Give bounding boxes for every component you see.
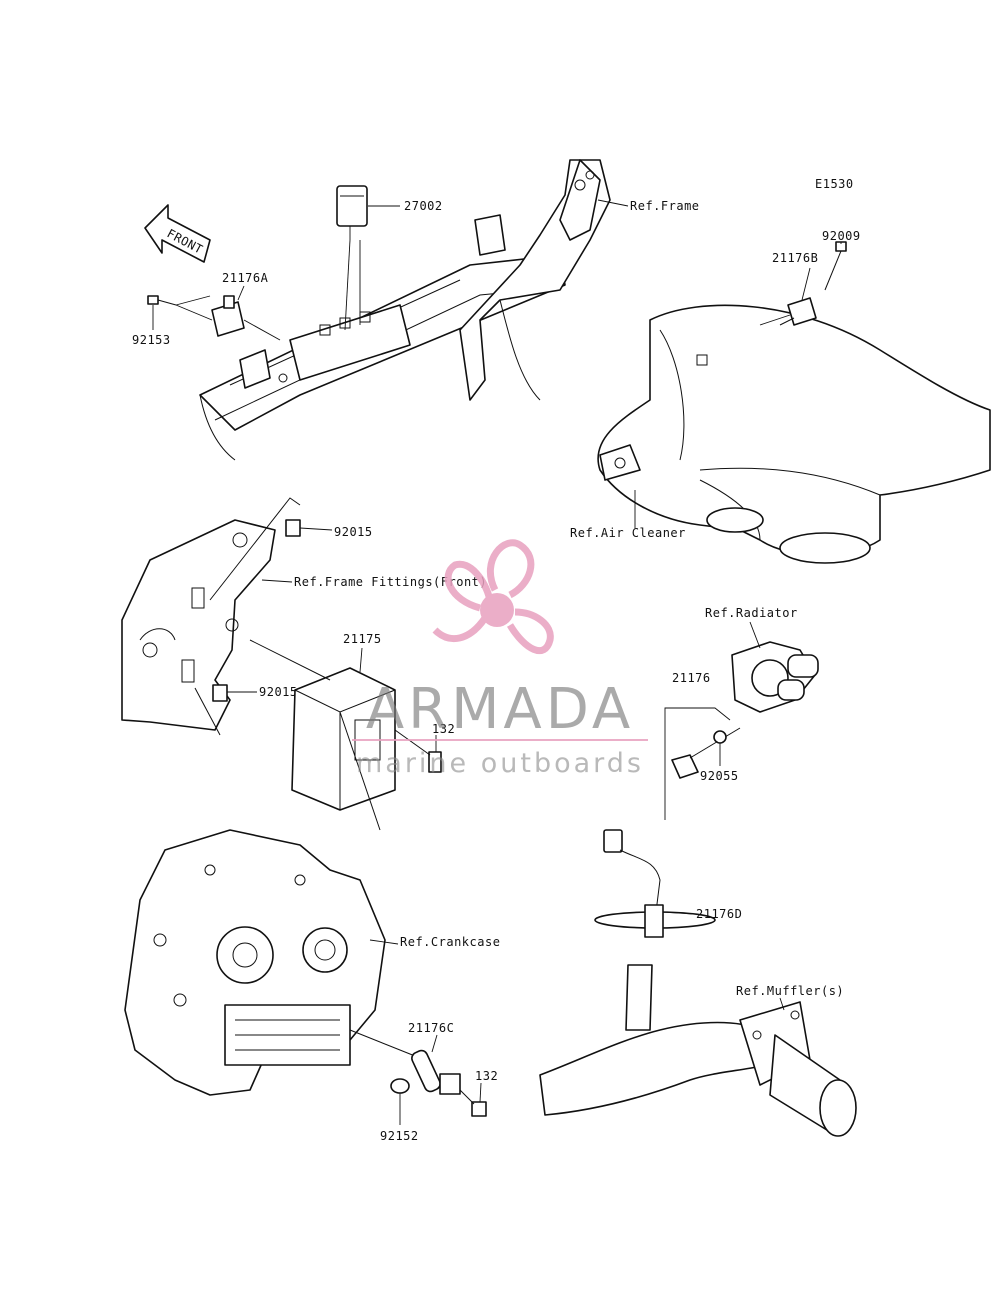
label-ref-air-cleaner: Ref.Air Cleaner <box>570 526 686 540</box>
watermark-tagline: marine outboards <box>356 748 644 779</box>
label-132-top: 132 <box>432 722 455 736</box>
part-92055-washer <box>713 730 727 766</box>
part-92015-clip-top <box>285 519 333 537</box>
part-21176B-sensor <box>779 267 817 326</box>
label-92015-bottom: 92015 <box>259 685 298 699</box>
oxygen-sensor-21176D <box>594 829 716 938</box>
part-21176A-sensor <box>211 285 281 341</box>
label-21176B: 21176B <box>772 251 818 265</box>
label-21176D: 21176D <box>696 907 742 921</box>
label-92152: 92152 <box>380 1129 419 1143</box>
frame-assembly <box>199 159 611 461</box>
part-92015-clip-bottom <box>212 684 257 702</box>
label-ref-crankcase: Ref.Crankcase <box>400 935 500 949</box>
label-ref-radiator: Ref.Radiator <box>705 606 798 620</box>
part-27002-relay <box>336 185 400 331</box>
propeller-logo-icon <box>432 539 554 655</box>
label-92055: 92055 <box>700 769 739 783</box>
front-arrow-icon: FRONT <box>144 204 211 263</box>
part-132-bolt-bottom <box>459 1082 487 1117</box>
part-92152-washer <box>390 1078 410 1125</box>
label-92015-top: 92015 <box>334 525 373 539</box>
watermark-brand: ARMADA <box>366 677 634 742</box>
air-cleaner-assembly <box>597 304 991 564</box>
frame-fittings-assembly <box>121 497 301 736</box>
armada-watermark: ARMADA marine outboards <box>352 539 648 779</box>
part-92009-bolt <box>824 241 847 291</box>
label-27002: 27002 <box>404 199 443 213</box>
label-21176A: 21176A <box>222 271 269 285</box>
diagram-code: E1530 <box>815 177 854 191</box>
muffler-assembly <box>539 964 857 1137</box>
propeller-hub-icon <box>480 593 514 627</box>
label-ref-frame-fittings: Ref.Frame Fittings(Front) <box>294 575 487 589</box>
crankcase-assembly <box>124 829 421 1096</box>
label-92009: 92009 <box>822 229 861 243</box>
radiator-fitting <box>731 621 819 713</box>
label-92153: 92153 <box>132 333 171 347</box>
part-21176-sensor <box>664 707 741 820</box>
label-132-bottom: 132 <box>475 1069 498 1083</box>
label-ref-mufflers: Ref.Muffler(s) <box>736 984 844 998</box>
part-92153-bolt <box>147 295 213 330</box>
part-132-bolt-top <box>394 729 442 773</box>
part-21175-ecu <box>249 639 396 831</box>
label-21175: 21175 <box>343 632 382 646</box>
part-21176C-sensor <box>411 1034 461 1095</box>
label-21176: 21176 <box>672 671 711 685</box>
label-ref-frame: Ref.Frame <box>630 199 700 213</box>
label-21176C: 21176C <box>408 1021 454 1035</box>
